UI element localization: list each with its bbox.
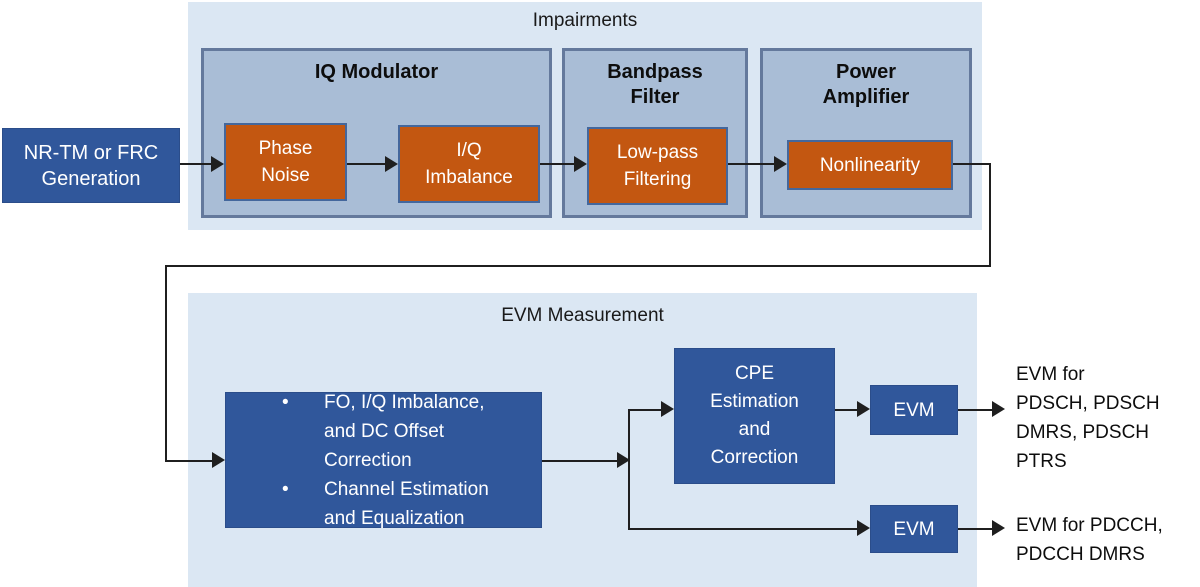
arrow-iq-to-lowpass — [540, 163, 576, 165]
arrowhead-icon — [661, 401, 674, 417]
arrow-cpe-to-evm — [835, 409, 858, 411]
correction-bullet-list: • FO, I/Q Imbalance, and DC Offset Corre… — [276, 388, 491, 533]
box-iq-imbalance: I/Q Imbalance — [398, 125, 540, 203]
arrow-correction-to-branch — [542, 460, 618, 462]
arrow-lowpass-to-nonlinearity — [728, 163, 776, 165]
box-evm-pdcch: EVM — [870, 505, 958, 553]
box-lowpass-filtering: Low-pass Filtering — [587, 127, 728, 205]
arrowhead-icon — [857, 520, 870, 536]
box-phase-noise: Phase Noise — [224, 123, 347, 201]
arrow-evm2-to-pdcch-label — [958, 528, 993, 530]
arrow-branch-to-evm2 — [628, 528, 858, 530]
box-correction: • FO, I/Q Imbalance, and DC Offset Corre… — [225, 392, 542, 529]
arrowhead-icon — [617, 452, 630, 468]
connector-nonlinearity-out — [953, 163, 991, 165]
bullet-item: • FO, I/Q Imbalance, and DC Offset Corre… — [276, 388, 491, 475]
connector-across-left — [165, 265, 991, 267]
connector-left-down — [165, 265, 167, 461]
branch-vertical-line — [628, 409, 630, 530]
box-nonlinearity: Nonlinearity — [787, 140, 953, 190]
arrowhead-icon — [774, 156, 787, 172]
arrow-evm-to-pdsch-label — [958, 409, 993, 411]
bullet-icon: • — [282, 478, 289, 500]
box-cpe-estimation: CPE Estimation and Correction — [674, 348, 835, 484]
arrowhead-icon — [857, 401, 870, 417]
bullet-item: • Channel Estimation and Equalization — [276, 475, 491, 533]
arrowhead-icon — [211, 156, 224, 172]
output-label-pdcch: EVM for PDCCH, PDCCH DMRS — [1016, 515, 1163, 565]
arrow-phase-to-iq-imbalance — [347, 163, 387, 165]
arrowhead-icon — [385, 156, 398, 172]
box-nr-tm-generation: NR-TM or FRC Generation — [2, 128, 180, 203]
arrow-into-correction — [165, 460, 213, 462]
bandpass-filter-title: Bandpass Filter — [607, 61, 703, 108]
arrowhead-icon — [992, 401, 1005, 417]
impairments-title: Impairments — [532, 10, 638, 31]
iq-modulator-title: IQ Modulator — [314, 61, 439, 83]
cpe-estimation-label: CPE Estimation and Correction — [710, 363, 799, 468]
group-power-amplifier: Power Amplifier — [760, 48, 972, 218]
arrowhead-icon — [992, 520, 1005, 536]
arrow-source-to-phase-noise — [180, 163, 212, 165]
power-amplifier-title: Power Amplifier — [822, 61, 910, 108]
arrowhead-icon — [574, 156, 587, 172]
bullet-icon: • — [282, 391, 289, 413]
arrow-branch-to-cpe — [628, 409, 662, 411]
output-label-pdsch: EVM for PDSCH, PDSCH DMRS, PDSCH PTRS — [1016, 364, 1160, 472]
connector-right-down — [989, 163, 991, 267]
evm-measurement-title: EVM Measurement — [501, 305, 664, 326]
box-evm-pdsch: EVM — [870, 385, 958, 435]
arrowhead-icon — [212, 452, 225, 468]
